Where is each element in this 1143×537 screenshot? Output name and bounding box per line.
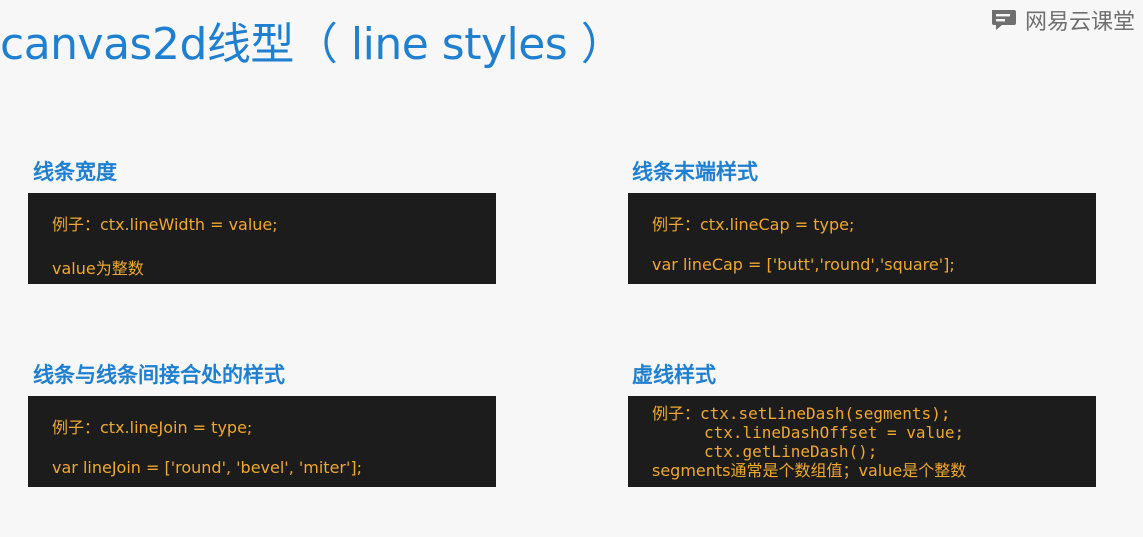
code-line: 例子：ctx.lineCap = type; <box>652 215 855 234</box>
code-box-line-cap: 例子：ctx.lineCap = type; var lineCap = ['b… <box>628 193 1096 284</box>
code-box-line-width: 例子：ctx.lineWidth = value; value为整数 <box>28 193 496 284</box>
code-line: 例子：ctx.lineWidth = value; <box>52 215 278 234</box>
code-line: var lineCap = ['butt','round','square']; <box>652 255 955 274</box>
code-line: segments通常是个数组值；value是个整数 <box>652 461 967 480</box>
code-box-line-dash: 例子：ctx.setLineDash(segments); ctx.lineDa… <box>628 396 1096 487</box>
page-title: canvas2d线型（ line styles ） <box>0 19 625 70</box>
logo-text: 网易云课堂 <box>1024 10 1135 35</box>
code-line: var lineJoin = ['round', 'bevel', 'miter… <box>52 458 363 477</box>
section-title-line-cap: 线条末端样式 <box>632 160 758 184</box>
chat-bubble-icon <box>991 10 1016 30</box>
code-line: ctx.lineDashOffset = value; <box>704 423 965 442</box>
section-title-line-width: 线条宽度 <box>33 160 117 184</box>
code-line: 例子：ctx.lineJoin = type; <box>52 418 253 437</box>
code-line: value为整数 <box>52 259 144 278</box>
brand-logo: 网易云课堂 <box>989 4 1135 36</box>
code-box-line-join: 例子：ctx.lineJoin = type; var lineJoin = [… <box>28 396 496 487</box>
section-title-line-dash: 虚线样式 <box>632 363 716 387</box>
code-line: ctx.getLineDash(); <box>704 442 878 461</box>
section-title-line-join: 线条与线条间接合处的样式 <box>33 363 285 387</box>
code-line: 例子：ctx.setLineDash(segments); <box>652 404 951 423</box>
